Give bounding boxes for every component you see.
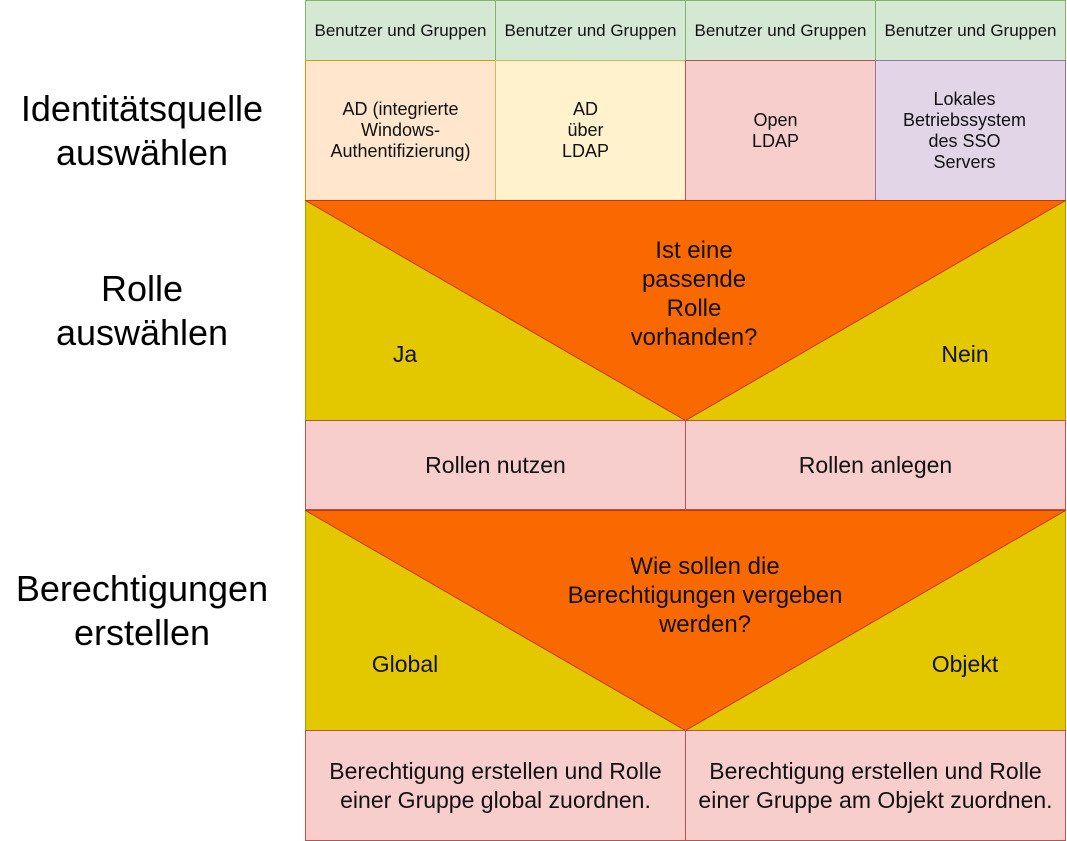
assign-object-box: Berechtigung erstellen und Rolle einer G… [685, 730, 1066, 841]
permission-question: Wie sollen die Berechtigungen vergeben w… [567, 552, 843, 638]
create-roles-box: Rollen anlegen [685, 420, 1066, 510]
step-label-permissions: Berechtigungen erstellen [15, 568, 269, 653]
role-decision-shape [305, 200, 1066, 421]
source-local-os: Lokales Betriebssystem des SSO Servers [875, 60, 1066, 201]
users-groups-header-2: Benutzer und Gruppen [495, 0, 686, 61]
permission-decision-triangle [305, 510, 1066, 731]
source-ad-windows: AD (integrierte Windows- Authentifizieru… [305, 60, 496, 201]
role-yes-label: Ja [392, 340, 418, 367]
use-roles-box: Rollen nutzen [305, 420, 686, 510]
permission-global-label: Global [371, 650, 439, 677]
users-groups-header-1: Benutzer und Gruppen [305, 0, 496, 61]
permission-object-label: Objekt [931, 650, 999, 677]
assign-global-box: Berechtigung erstellen und Rolle einer G… [305, 730, 686, 841]
role-no-label: Nein [941, 340, 989, 367]
role-question: Ist eine passende Rolle vorhanden? [630, 237, 758, 351]
step-label-identity: Identitätsquelle auswählen [20, 88, 264, 173]
users-groups-header-3: Benutzer und Gruppen [685, 0, 876, 61]
users-groups-header-4: Benutzer und Gruppen [875, 0, 1066, 61]
permission-decision-shape [305, 510, 1066, 731]
source-ad-ldap: AD über LDAP [495, 60, 686, 201]
step-label-role: Rolle auswählen [55, 268, 229, 353]
role-decision: Ist eine passende Rolle vorhanden? Ja Ne… [305, 200, 1066, 421]
role-decision-triangle [305, 200, 1066, 421]
permission-decision: Wie sollen die Berechtigungen vergeben w… [305, 510, 1066, 731]
source-open-ldap: Open LDAP [685, 60, 876, 201]
